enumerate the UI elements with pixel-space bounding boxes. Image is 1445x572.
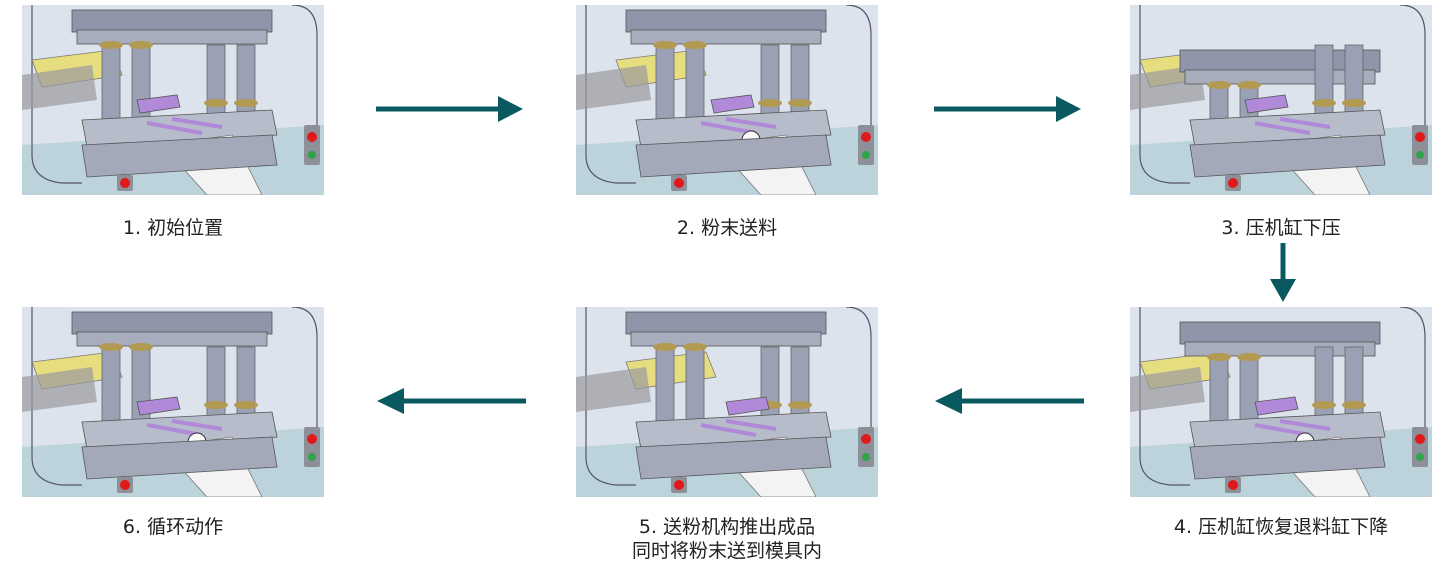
arrow-right-icon xyxy=(934,96,1081,122)
arrow-down-icon xyxy=(1270,243,1296,302)
step-5-caption: 5. 送粉机构推出成品 同时将粉末送到模具内 xyxy=(547,515,907,563)
step-label: 循环动作 xyxy=(147,516,224,538)
step-number: 2. xyxy=(676,217,696,239)
step-2-caption: 2. 粉末送料 xyxy=(547,216,907,240)
step-label-line2: 同时将粉末送到模具内 xyxy=(631,540,822,562)
step-number: 1. xyxy=(122,217,142,239)
step-5-image xyxy=(576,307,878,497)
arrow-left-icon xyxy=(377,388,526,414)
arrow-right-icon xyxy=(376,96,523,122)
step-1-image xyxy=(22,5,324,195)
step-3-image xyxy=(1130,5,1432,195)
arrow-left-icon xyxy=(935,388,1084,414)
step-label: 送粉机构推出成品 xyxy=(663,516,816,538)
step-number: 3. xyxy=(1221,217,1240,239)
step-4-caption: 4. 压机缸恢复退料缸下降 xyxy=(1101,515,1445,539)
step-6-caption: 6. 循环动作 xyxy=(0,515,353,539)
step-number: 5. xyxy=(638,516,658,538)
step-6-image xyxy=(22,307,324,497)
step-label: 粉末送料 xyxy=(701,217,778,239)
step-1-caption: 1. 初始位置 xyxy=(0,216,353,240)
step-3-caption: 3. 压机缸下压 xyxy=(1101,216,1445,240)
step-label: 初始位置 xyxy=(147,217,224,239)
step-4-image xyxy=(1130,307,1432,497)
step-number: 6. xyxy=(122,516,142,538)
step-2-image xyxy=(576,5,878,195)
step-label: 压机缸恢复退料缸下降 xyxy=(1198,516,1389,538)
step-label: 压机缸下压 xyxy=(1245,217,1341,239)
step-number: 4. xyxy=(1173,516,1193,538)
